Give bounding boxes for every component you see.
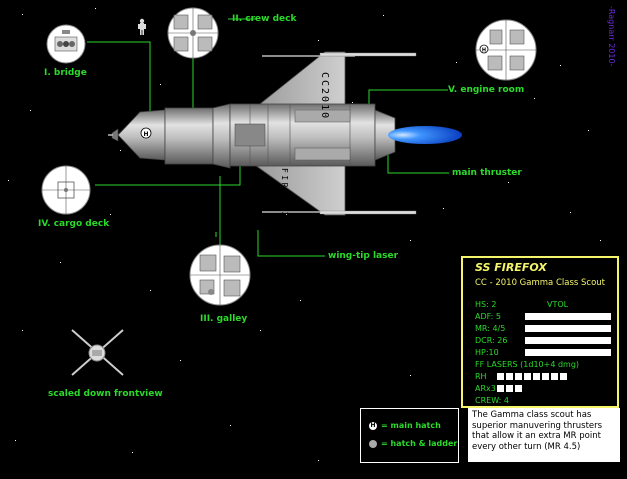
crew-deck-view-icon [167,7,219,59]
artist-credit: -Ragnarr 2010- [607,6,616,67]
hatch-ladder-icon [369,440,377,448]
rh-box [542,373,549,380]
ship-name: SS FIREFOX [475,261,547,274]
rh-box [515,373,522,380]
arx-box [497,385,504,392]
bridge-view-icon [46,24,86,64]
stat-adf: ADF: 5 [475,312,501,321]
legend-hatch-ladder: = hatch & ladder [381,439,458,448]
label-galley: III. galley [200,314,248,324]
main-hatch-icon: H [369,422,377,430]
maneuver-note: The Gamma class scout has superior manuv… [468,408,620,462]
dcr-bar [525,337,611,344]
ship-stats-panel: SS FIREFOX CC - 2010 Gamma Class Scout H… [461,256,619,408]
galley-view-icon [189,244,251,306]
legend-main-hatch: = main hatch [381,421,441,430]
stat-crew: CREW: 4 [475,396,509,405]
svg-text:H: H [482,48,486,54]
stat-hs: HS: 2 [475,300,497,309]
stat-dcr: DCR: 26 [475,336,508,345]
stat-mr: MR: 4/5 [475,324,506,333]
arx-box [515,385,522,392]
label-crew-deck: II. crew deck [232,14,297,24]
svg-text:H: H [143,131,148,138]
stat-lasers: FF LASERS (1d10+4 dmg) [475,360,580,369]
label-wing-tip-laser: wing-tip laser [328,251,399,261]
rh-box [560,373,567,380]
engine-room-view-icon: H [475,19,537,81]
label-bridge: I. bridge [44,68,87,78]
adf-bar [525,313,611,320]
hatch-legend: H = main hatch = hatch & ladder [360,408,459,463]
frontview-icon [71,329,124,376]
stat-vtol: VTOL [547,300,569,309]
top-wing-marking: CC2010 [319,72,330,120]
label-main-thruster: main thruster [452,168,522,178]
mr-bar [525,325,611,332]
label-cargo-deck: IV. cargo deck [38,219,110,229]
label-frontview: scaled down frontview [48,389,163,399]
stat-hp: HP:10 [475,348,499,357]
arx-box [506,385,513,392]
starfield [8,8,601,461]
label-engine-room: V. engine room [448,85,525,95]
ship-fuselage: H [108,103,396,169]
rh-box [551,373,558,380]
rh-box [524,373,531,380]
cargo-deck-view-icon [41,165,91,215]
rh-box [533,373,540,380]
ship-top-wing [253,51,417,109]
bottom-wing-marking: FIREFOX [280,168,289,219]
ship-class: CC - 2010 Gamma Class Scout [475,278,605,288]
rh-box [497,373,504,380]
crew-figure-icon [138,18,146,35]
thrust-flame [388,126,462,144]
stat-rh: RH [475,372,487,381]
hp-bar [525,349,611,356]
rh-box [506,373,513,380]
stat-arx: ARx3 [475,384,496,393]
